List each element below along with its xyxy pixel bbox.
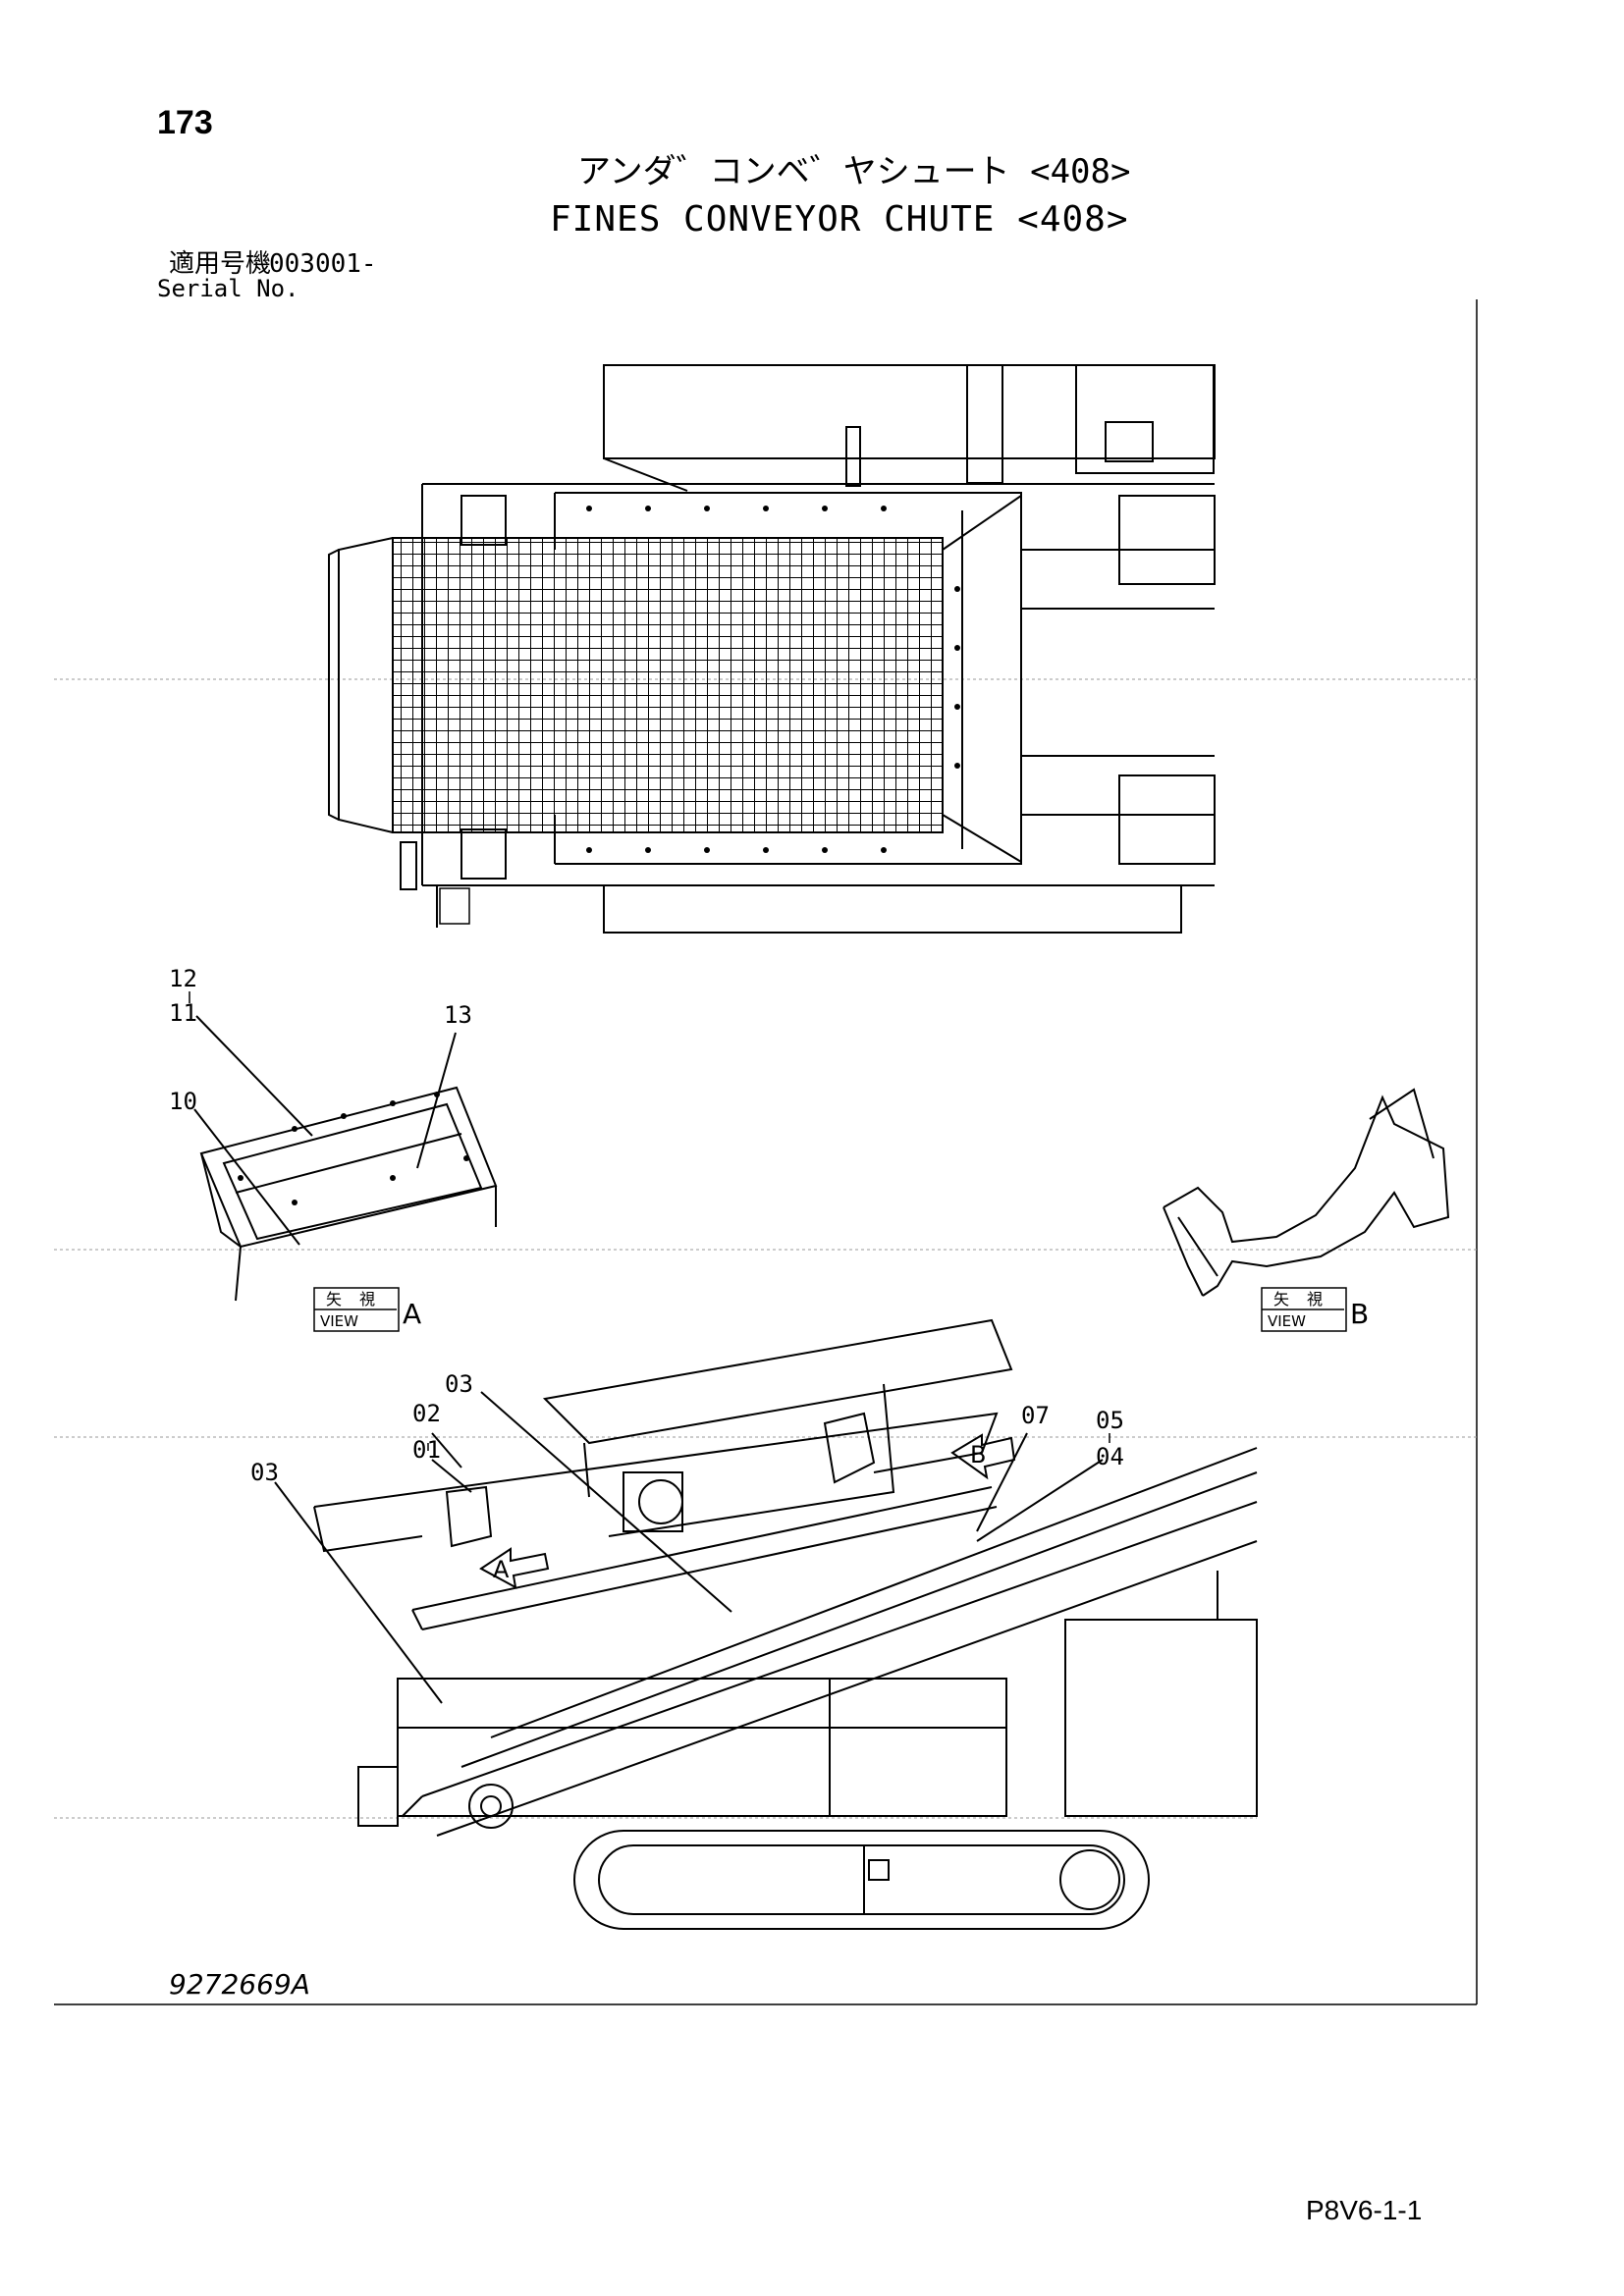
view-a-kanji-right: 視	[359, 1290, 375, 1308]
arrow-b-label: B	[970, 1441, 986, 1468]
title-english: FINES CONVEYOR CHUTE <408>	[550, 199, 1129, 240]
view-a-label: 矢 視 VIEW A	[313, 1287, 421, 1332]
view-a-word: VIEW	[320, 1312, 358, 1330]
callout-07: 07	[1021, 1402, 1050, 1429]
view-b-label: 矢 視 VIEW B	[1261, 1287, 1369, 1332]
view-a-letter: A	[403, 1298, 421, 1330]
callout-13: 13	[444, 1001, 472, 1029]
callout-05: 05	[1096, 1407, 1124, 1434]
callout-03-top: 03	[445, 1370, 473, 1398]
serial-value: 003001-	[269, 249, 377, 279]
callout-02: 02	[412, 1400, 441, 1427]
callout-01: 01	[412, 1436, 441, 1464]
page-code: P8V6-1-1	[1306, 2195, 1423, 2225]
plan-view-drawing	[328, 364, 1216, 934]
view-b-kanji-left: 矢	[1273, 1290, 1289, 1308]
callout-10: 10	[169, 1088, 197, 1115]
view-b-drawing	[1163, 1088, 1450, 1297]
callout-04: 04	[1096, 1443, 1124, 1470]
title-japanese: アンダ゛コンベ゛ヤシュート <408>	[577, 152, 1131, 191]
drawing-number: 9272669A	[169, 1968, 310, 2001]
callout-03-left: 03	[250, 1459, 279, 1486]
page-number: 173	[157, 104, 213, 141]
view-b-word: VIEW	[1268, 1312, 1306, 1330]
side-view-drawing	[274, 1318, 1258, 1930]
view-b-kanji-right: 視	[1307, 1290, 1323, 1308]
view-b-letter: B	[1350, 1298, 1369, 1330]
callout-12: 12	[169, 965, 197, 992]
serial-label-english: Serial No.	[157, 275, 299, 302]
view-a-drawing	[189, 991, 498, 1302]
view-a-kanji-left: 矢	[326, 1290, 342, 1308]
serial-label-japanese: 適用号機	[169, 249, 272, 279]
callout-11: 11	[169, 999, 197, 1027]
arrow-a-label: A	[493, 1556, 510, 1583]
page-frame	[54, 299, 1478, 2005]
